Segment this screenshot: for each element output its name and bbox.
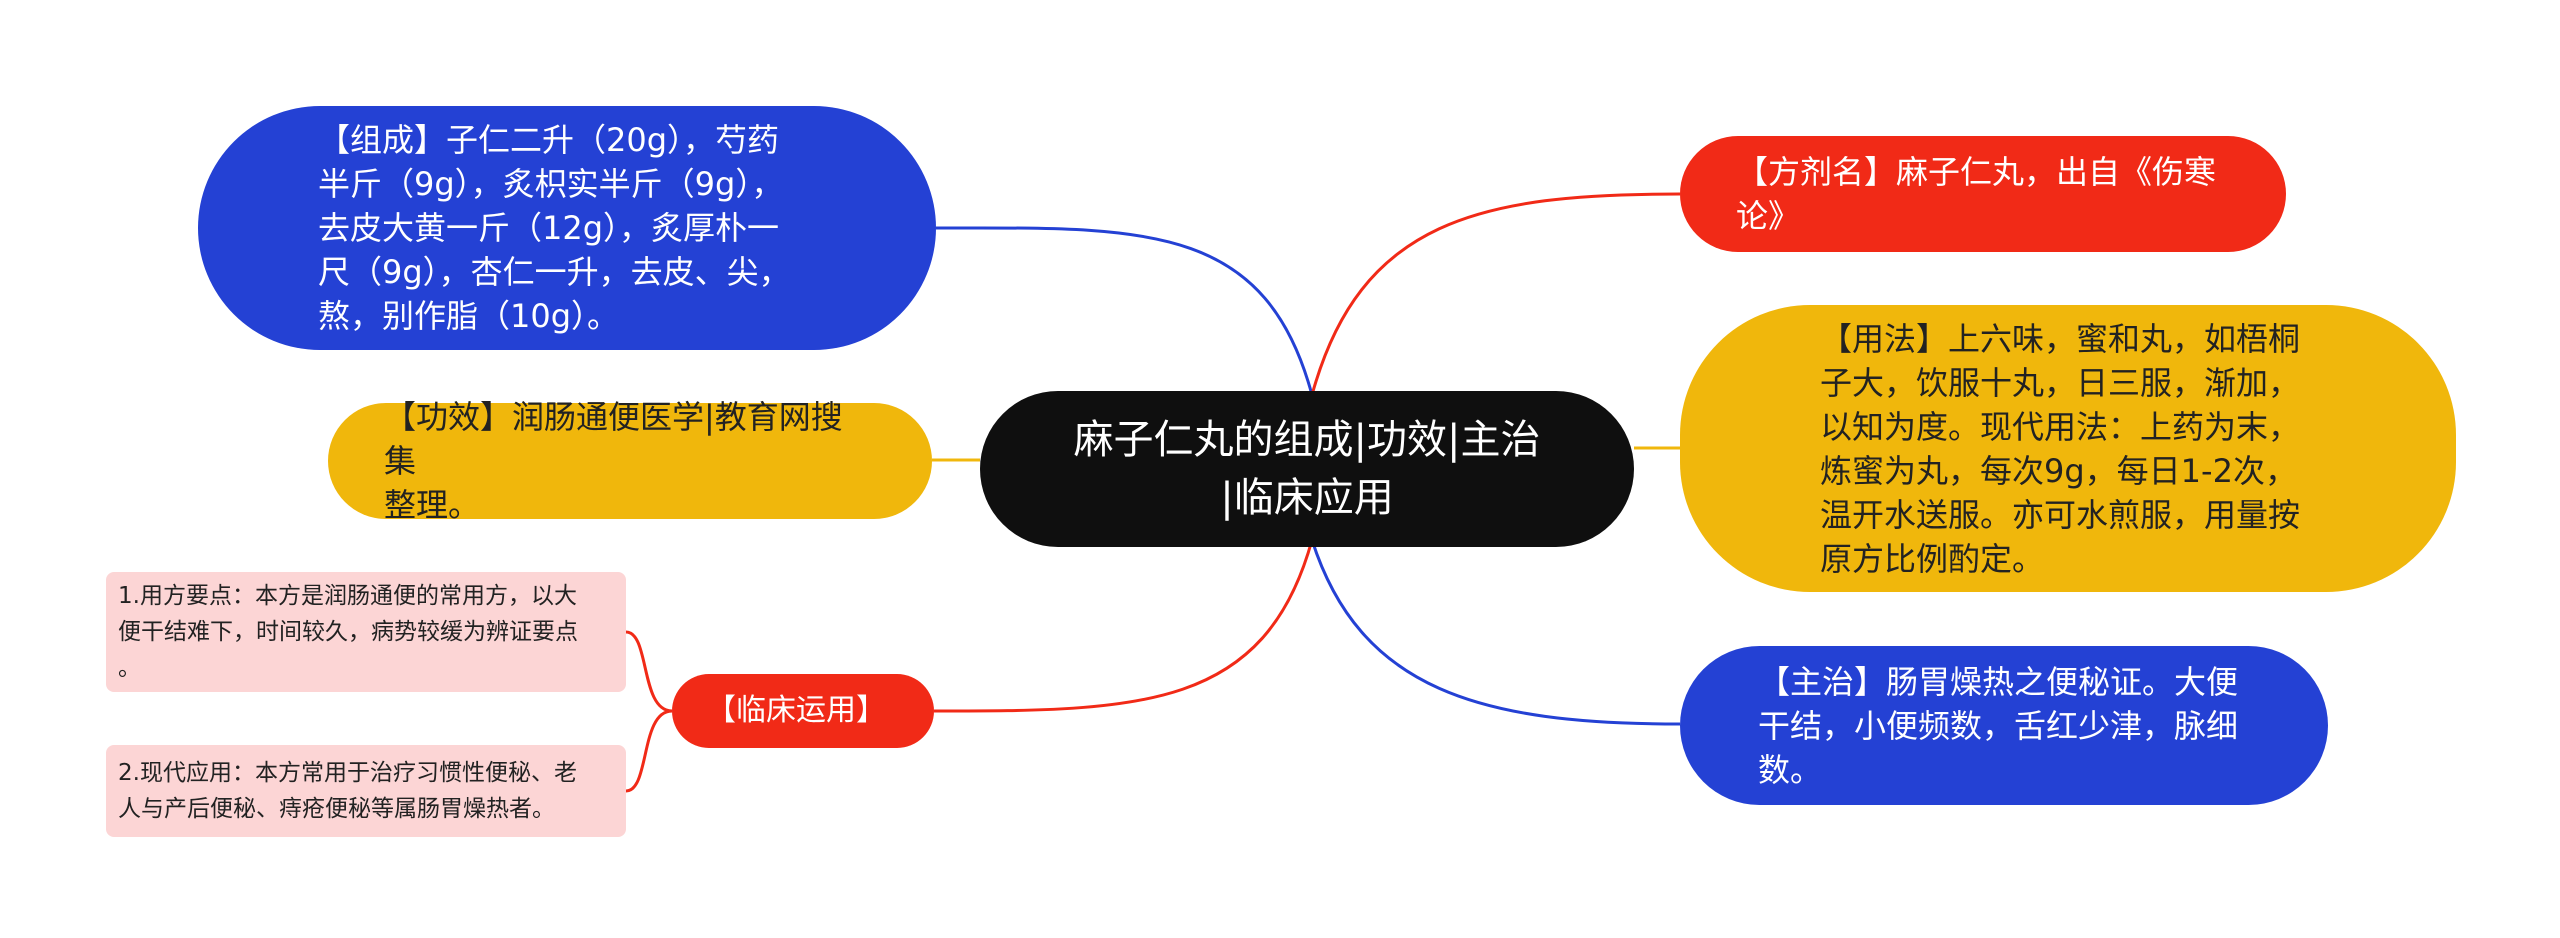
central-topic[interactable]: 麻子仁丸的组成|功效|主治 |临床应用 [980,391,1634,547]
link-note1 [625,630,673,713]
topic-zhuzhi[interactable]: 【主治】肠胃燥热之便秘证。大便 干结，小便频数，舌红少津，脉细 数。 [1680,646,2328,805]
subtopic-note-1-label: 1.用方要点：本方是润肠通便的常用方，以大 便干结难下，时间较久，病势较缓为辨证… [118,583,578,681]
topic-linchuang-label: 【临床运用】 [706,693,886,728]
link-zucheng [935,226,1314,396]
link-fangji [1310,192,1681,396]
subtopic-note-2-label: 2.现代应用：本方常用于治疗习惯性便秘、老 人与产后便秘、痔疮便秘等属肠胃燥热者… [118,760,577,822]
subtopic-note-2[interactable]: 2.现代应用：本方常用于治疗习惯性便秘、老 人与产后便秘、痔疮便秘等属肠胃燥热者… [106,745,626,837]
link-note2 [625,709,673,793]
topic-linchuang[interactable]: 【临床运用】 [672,674,934,748]
topic-yongfa-label: 【用法】上六味，蜜和丸，如梧桐 子大，饮服十丸，日三服，渐加， 以知为度。现代用… [1820,319,2301,578]
link-zhuzhi [1310,539,1681,726]
topic-zhuzhi-label: 【主治】肠胃燥热之便秘证。大便 干结，小便频数，舌红少津，脉细 数。 [1758,662,2239,789]
topic-zucheng[interactable]: 【组成】子仁二升（20g），芍药 半斤（9g），炙枳实半斤（9g）， 去皮大黄一… [198,106,936,350]
topic-gongxiao[interactable]: 【功效】润肠通便医学|教育网搜集 整理。 [328,398,932,524]
topic-zucheng-label: 【组成】子仁二升（20g），芍药 半斤（9g），炙枳实半斤（9g）， 去皮大黄一… [318,121,791,335]
subtopic-note-1[interactable]: 1.用方要点：本方是润肠通便的常用方，以大 便干结难下，时间较久，病势较缓为辨证… [106,572,626,692]
topic-gongxiao-label: 【功效】润肠通便医学|教育网搜集 整理。 [384,398,843,524]
link-linchuang [933,539,1314,713]
central-topic-label: 麻子仁丸的组成|功效|主治 |临床应用 [1073,417,1541,521]
topic-fangji-label: 【方剂名】麻子仁丸，出自《伤寒 论》 [1736,153,2217,235]
topic-yongfa[interactable]: 【用法】上六味，蜜和丸，如梧桐 子大，饮服十丸，日三服，渐加， 以知为度。现代用… [1680,305,2456,592]
topic-fangji[interactable]: 【方剂名】麻子仁丸，出自《伤寒 论》 [1680,136,2286,252]
